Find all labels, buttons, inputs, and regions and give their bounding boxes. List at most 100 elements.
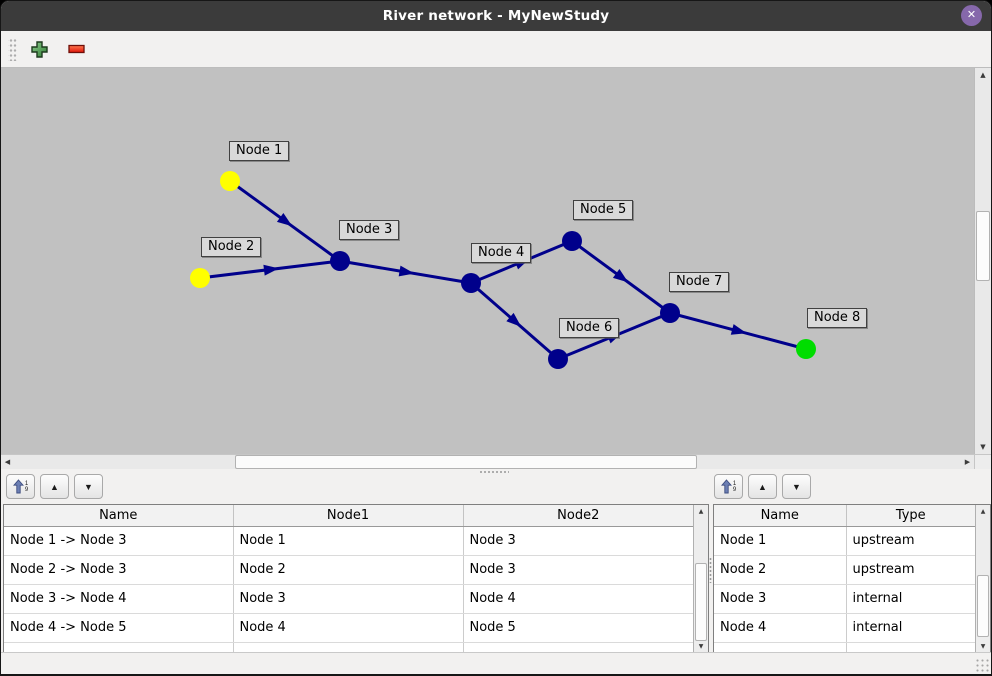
scroll-down-icon[interactable]: ▼ — [980, 642, 986, 650]
canvas-area: Node 1 Node 2 Node 3 Node 4 Node 5 Node 6 Node… — [1, 68, 991, 454]
table-cell[interactable]: Node 2 — [233, 555, 464, 585]
resize-grip[interactable] — [975, 658, 989, 672]
table-cell[interactable]: Node 4 — [463, 584, 693, 614]
down-triangle-icon: ▼ — [84, 481, 93, 492]
graph-node[interactable] — [796, 339, 816, 359]
table-cell[interactable]: internal — [846, 613, 975, 643]
table-cell[interactable]: Node 2 -> Node 3 — [4, 555, 234, 585]
table-cell[interactable]: Node 3 — [233, 584, 464, 614]
table-cell[interactable]: Node 3 — [463, 526, 693, 556]
edge-arrow-icon — [730, 324, 747, 335]
horizontal-scroll-track[interactable] — [14, 455, 961, 469]
minus-icon — [68, 44, 85, 54]
move-node-up-button[interactable]: ▲ — [748, 474, 777, 499]
scroll-down-icon[interactable]: ▼ — [698, 642, 704, 650]
node-label-box[interactable]: Node 1 — [229, 141, 290, 161]
sort-nodes-button[interactable]: 1 9 — [714, 474, 743, 499]
table-cell[interactable]: Node 3 — [714, 584, 847, 614]
graph-node[interactable] — [548, 349, 568, 369]
table-cell[interactable]: Node 4 — [714, 613, 847, 643]
scroll-down-icon[interactable]: ▼ — [980, 443, 986, 451]
graph-node[interactable] — [660, 303, 680, 323]
table-cell[interactable]: Node 2 — [714, 555, 847, 585]
column-header[interactable]: Name — [4, 505, 234, 527]
node-label-box[interactable]: Node 7 — [669, 272, 730, 292]
toolbar-grip-handle[interactable] — [8, 37, 17, 61]
network-canvas[interactable]: Node 1 Node 2 Node 3 Node 4 Node 5 Node 6 Node… — [1, 68, 974, 454]
graph-node[interactable] — [461, 273, 481, 293]
vertical-scroll-thumb[interactable] — [976, 211, 990, 281]
move-reach-up-button[interactable]: ▲ — [40, 474, 69, 499]
scroll-up-icon[interactable]: ▲ — [698, 507, 704, 515]
node-label-box[interactable]: Node 3 — [339, 220, 400, 240]
scroll-thumb[interactable] — [977, 575, 989, 637]
move-reach-down-button[interactable]: ▼ — [74, 474, 103, 499]
sort-icon: 1 9 — [720, 479, 737, 494]
status-area — [1, 652, 991, 674]
table-cell[interactable]: internal — [846, 584, 975, 614]
node-label-box[interactable]: Node 6 — [559, 318, 620, 338]
reach-table-scrollbar[interactable]: ▲ ▼ — [693, 505, 708, 652]
remove-node-button[interactable] — [62, 41, 91, 57]
graph-node[interactable] — [562, 231, 582, 251]
scrollbar-corner — [974, 455, 991, 469]
column-header[interactable]: Type — [846, 505, 975, 527]
main-toolbar — [1, 31, 991, 68]
graph-node[interactable] — [330, 251, 350, 271]
scroll-thumb[interactable] — [695, 563, 707, 641]
up-triangle-icon: ▲ — [758, 481, 767, 492]
edge-arrow-icon — [276, 213, 293, 227]
add-node-button[interactable] — [25, 38, 54, 61]
column-header[interactable]: Node1 — [233, 505, 464, 527]
canvas-horizontal-scrollbar[interactable]: ◀ ▶ — [1, 454, 991, 469]
node-table-scrollbar[interactable]: ▲ ▼ — [975, 505, 990, 652]
horizontal-scroll-thumb[interactable] — [235, 455, 697, 469]
graph-node[interactable] — [220, 171, 240, 191]
node-label-box[interactable]: Node 4 — [471, 243, 532, 263]
sort-digit-top: 1 — [24, 480, 29, 487]
graph-node[interactable] — [190, 268, 210, 288]
node-label-box[interactable]: Node 2 — [201, 237, 262, 257]
edge-arrow-icon — [506, 312, 522, 327]
table-cell[interactable]: upstream — [846, 526, 975, 556]
table-cell[interactable]: Node 4 — [233, 613, 464, 643]
column-header[interactable]: Node2 — [463, 505, 693, 527]
table-cell[interactable]: Node 3 -> Node 4 — [4, 584, 234, 614]
vertical-splitter-handle[interactable] — [708, 557, 713, 583]
canvas-vertical-scrollbar[interactable]: ▲ ▼ — [974, 68, 991, 454]
table-cell[interactable]: Node 1 — [714, 526, 847, 556]
node-label-box[interactable]: Node 5 — [573, 200, 634, 220]
tables-panel: 1 9 ▲ ▼ 1 9 ▲ — [1, 469, 991, 672]
scroll-right-icon[interactable]: ▶ — [964, 458, 971, 466]
edge-arrow-icon — [398, 265, 415, 277]
table-cell[interactable]: Node 5 — [463, 613, 693, 643]
move-node-down-button[interactable]: ▼ — [782, 474, 811, 499]
scroll-up-icon[interactable]: ▲ — [980, 507, 986, 515]
scroll-up-icon[interactable]: ▲ — [980, 71, 986, 79]
window-title: River network - MyNewStudy — [382, 8, 610, 24]
table-cell[interactable]: upstream — [846, 555, 975, 585]
column-header[interactable]: Name — [714, 505, 847, 527]
sort-reaches-button[interactable]: 1 9 — [6, 474, 35, 499]
scroll-left-icon[interactable]: ◀ — [4, 458, 11, 466]
table-cell[interactable]: Node 1 — [233, 526, 464, 556]
close-button[interactable]: ✕ — [961, 5, 982, 26]
horizontal-splitter-handle[interactable] — [479, 470, 509, 474]
table-cell[interactable]: Node 3 — [463, 555, 693, 585]
node-label-box[interactable]: Node 8 — [807, 308, 868, 328]
table-cell[interactable]: Node 1 -> Node 3 — [4, 526, 234, 556]
edge-arrow-icon — [612, 269, 629, 283]
sort-digit-top: 1 — [732, 480, 737, 487]
titlebar[interactable]: River network - MyNewStudy ✕ — [1, 1, 991, 31]
table-cell[interactable]: Node 4 -> Node 5 — [4, 613, 234, 643]
